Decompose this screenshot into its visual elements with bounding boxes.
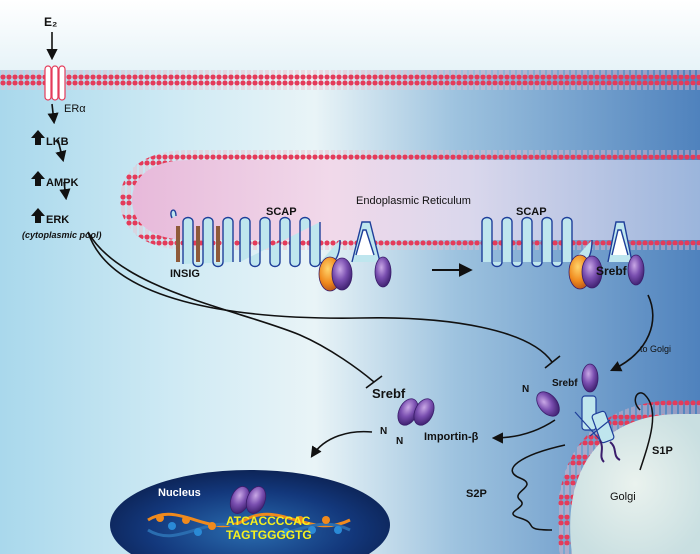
scap-left bbox=[170, 209, 381, 268]
lkb-label: LKB bbox=[46, 136, 69, 148]
e2-label: E₂ bbox=[44, 15, 57, 29]
dna-bottom-sequence: TAGTGGGGTG bbox=[226, 528, 312, 542]
dna-top-sequence: ATCACCCCAC bbox=[226, 514, 311, 528]
srebf-er-label: Srebf bbox=[596, 264, 628, 278]
srebf-dimer-left bbox=[318, 256, 392, 292]
srebf-golgi-label: Srebf bbox=[552, 378, 578, 389]
release-arrow bbox=[491, 419, 556, 444]
up-arrow-icon bbox=[31, 130, 45, 145]
up-arrow-icon bbox=[31, 208, 45, 223]
n-golgi-label: N bbox=[522, 384, 529, 395]
ampk-label: AMPK bbox=[46, 177, 78, 189]
to-golgi-arrow bbox=[609, 294, 654, 372]
er-alpha-label: ERα bbox=[64, 103, 86, 115]
er-label: Endoplasmic Reticulum bbox=[356, 195, 471, 207]
dna-strand bbox=[147, 512, 351, 538]
signaling-cascade bbox=[46, 32, 71, 201]
s2p-label: S2P bbox=[466, 488, 487, 500]
nuclear-import-arrow bbox=[310, 430, 373, 458]
erk-label: ERK bbox=[46, 214, 69, 226]
srebf-dimer-right bbox=[568, 254, 645, 290]
srebf-cytoplasm bbox=[397, 398, 435, 426]
extracellular-space bbox=[0, 0, 700, 70]
n-cyto-label-2: N bbox=[396, 436, 403, 447]
srebf-nuclear bbox=[229, 486, 267, 514]
cytoplasmic-pool-label: (cytoplasmic pool) bbox=[22, 230, 102, 240]
er-alpha-receptor bbox=[44, 65, 66, 101]
s2p-protein bbox=[511, 444, 566, 531]
srebf-cyto-label: Srebf bbox=[372, 386, 406, 401]
golgi-label: Golgi bbox=[610, 491, 636, 503]
nucleus-label: Nucleus bbox=[158, 487, 201, 499]
to-golgi-label: to Golgi bbox=[640, 344, 671, 354]
insig-label: INSIG bbox=[170, 268, 200, 280]
importin-beta-label: Importin-β bbox=[424, 431, 479, 443]
s1p-label: S1P bbox=[652, 445, 673, 457]
plasma-membrane bbox=[0, 70, 700, 90]
inhibition-arrow-icon bbox=[87, 231, 561, 389]
scap-right-label: SCAP bbox=[516, 206, 547, 218]
scap-left-label: SCAP bbox=[266, 206, 297, 218]
s1p-protein bbox=[634, 392, 654, 471]
srebf-golgi-complex bbox=[536, 363, 621, 463]
up-arrow-icon bbox=[31, 171, 45, 186]
n-cyto-label-1: N bbox=[380, 426, 387, 437]
